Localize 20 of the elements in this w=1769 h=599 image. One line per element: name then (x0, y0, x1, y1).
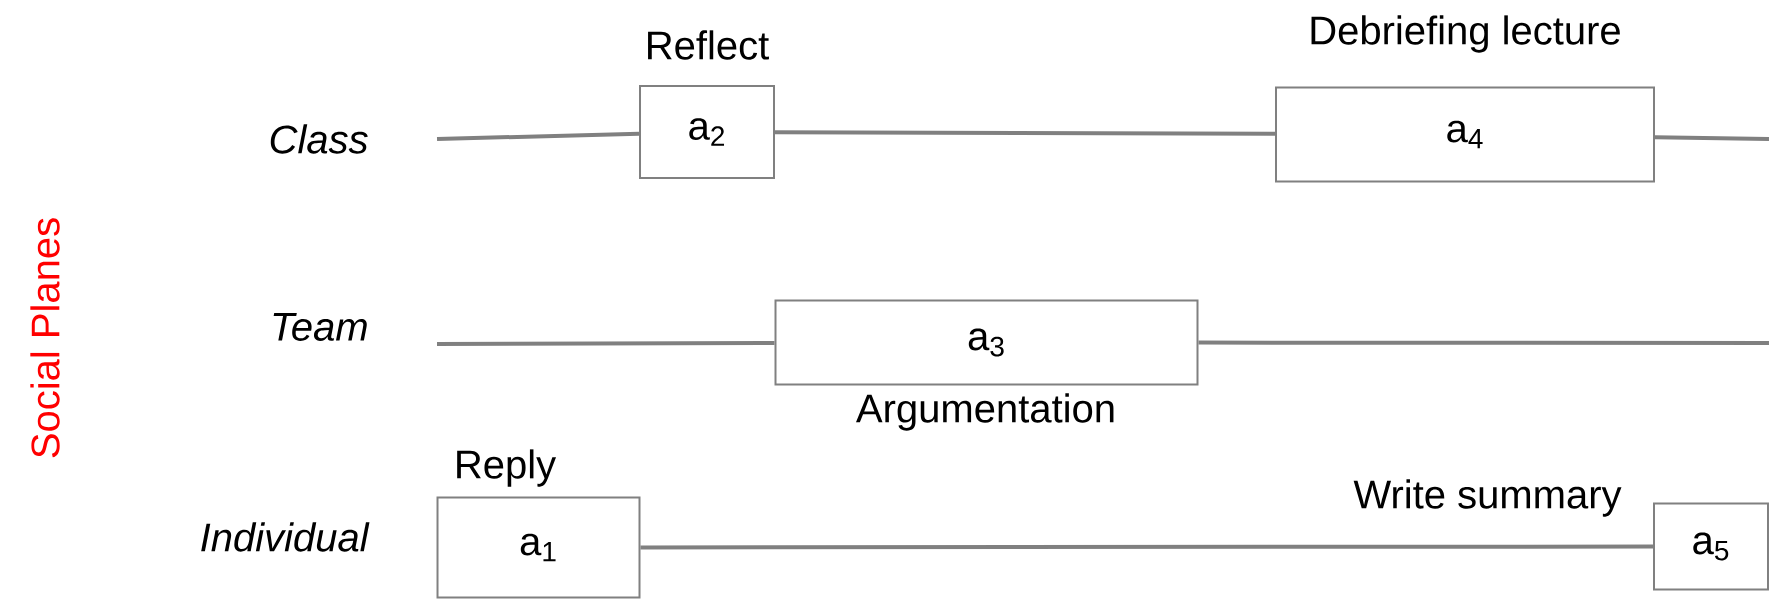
activity-box: a$_{2}$ (639, 85, 775, 179)
timeline-line (437, 341, 775, 346)
activity-name: Reply (457, 449, 557, 487)
timeline-line (1198, 340, 1769, 345)
activity-box: a$_{5}$ (1653, 502, 1769, 591)
timeline-line (1654, 135, 1769, 141)
activity-box: a$_{1}$ (436, 496, 641, 599)
activity-name: Debriefing lecture (1311, 15, 1620, 53)
activity-box: a$_{4}$ (1275, 86, 1655, 183)
timeline-line (436, 131, 640, 141)
activity-box: a$_{3}$ (774, 299, 1199, 386)
activity-name: Write summary (1353, 479, 1622, 517)
timeline-line (775, 130, 1275, 136)
row-label: Class (270, 124, 368, 154)
activity-name: Reflect (648, 30, 769, 60)
row-label: Team (273, 313, 367, 341)
row-label: Individual (201, 522, 370, 552)
timeline-line (640, 544, 1653, 550)
activity-name: Argumentation (856, 393, 1114, 431)
axis-title: Social Planes (30, 218, 60, 458)
